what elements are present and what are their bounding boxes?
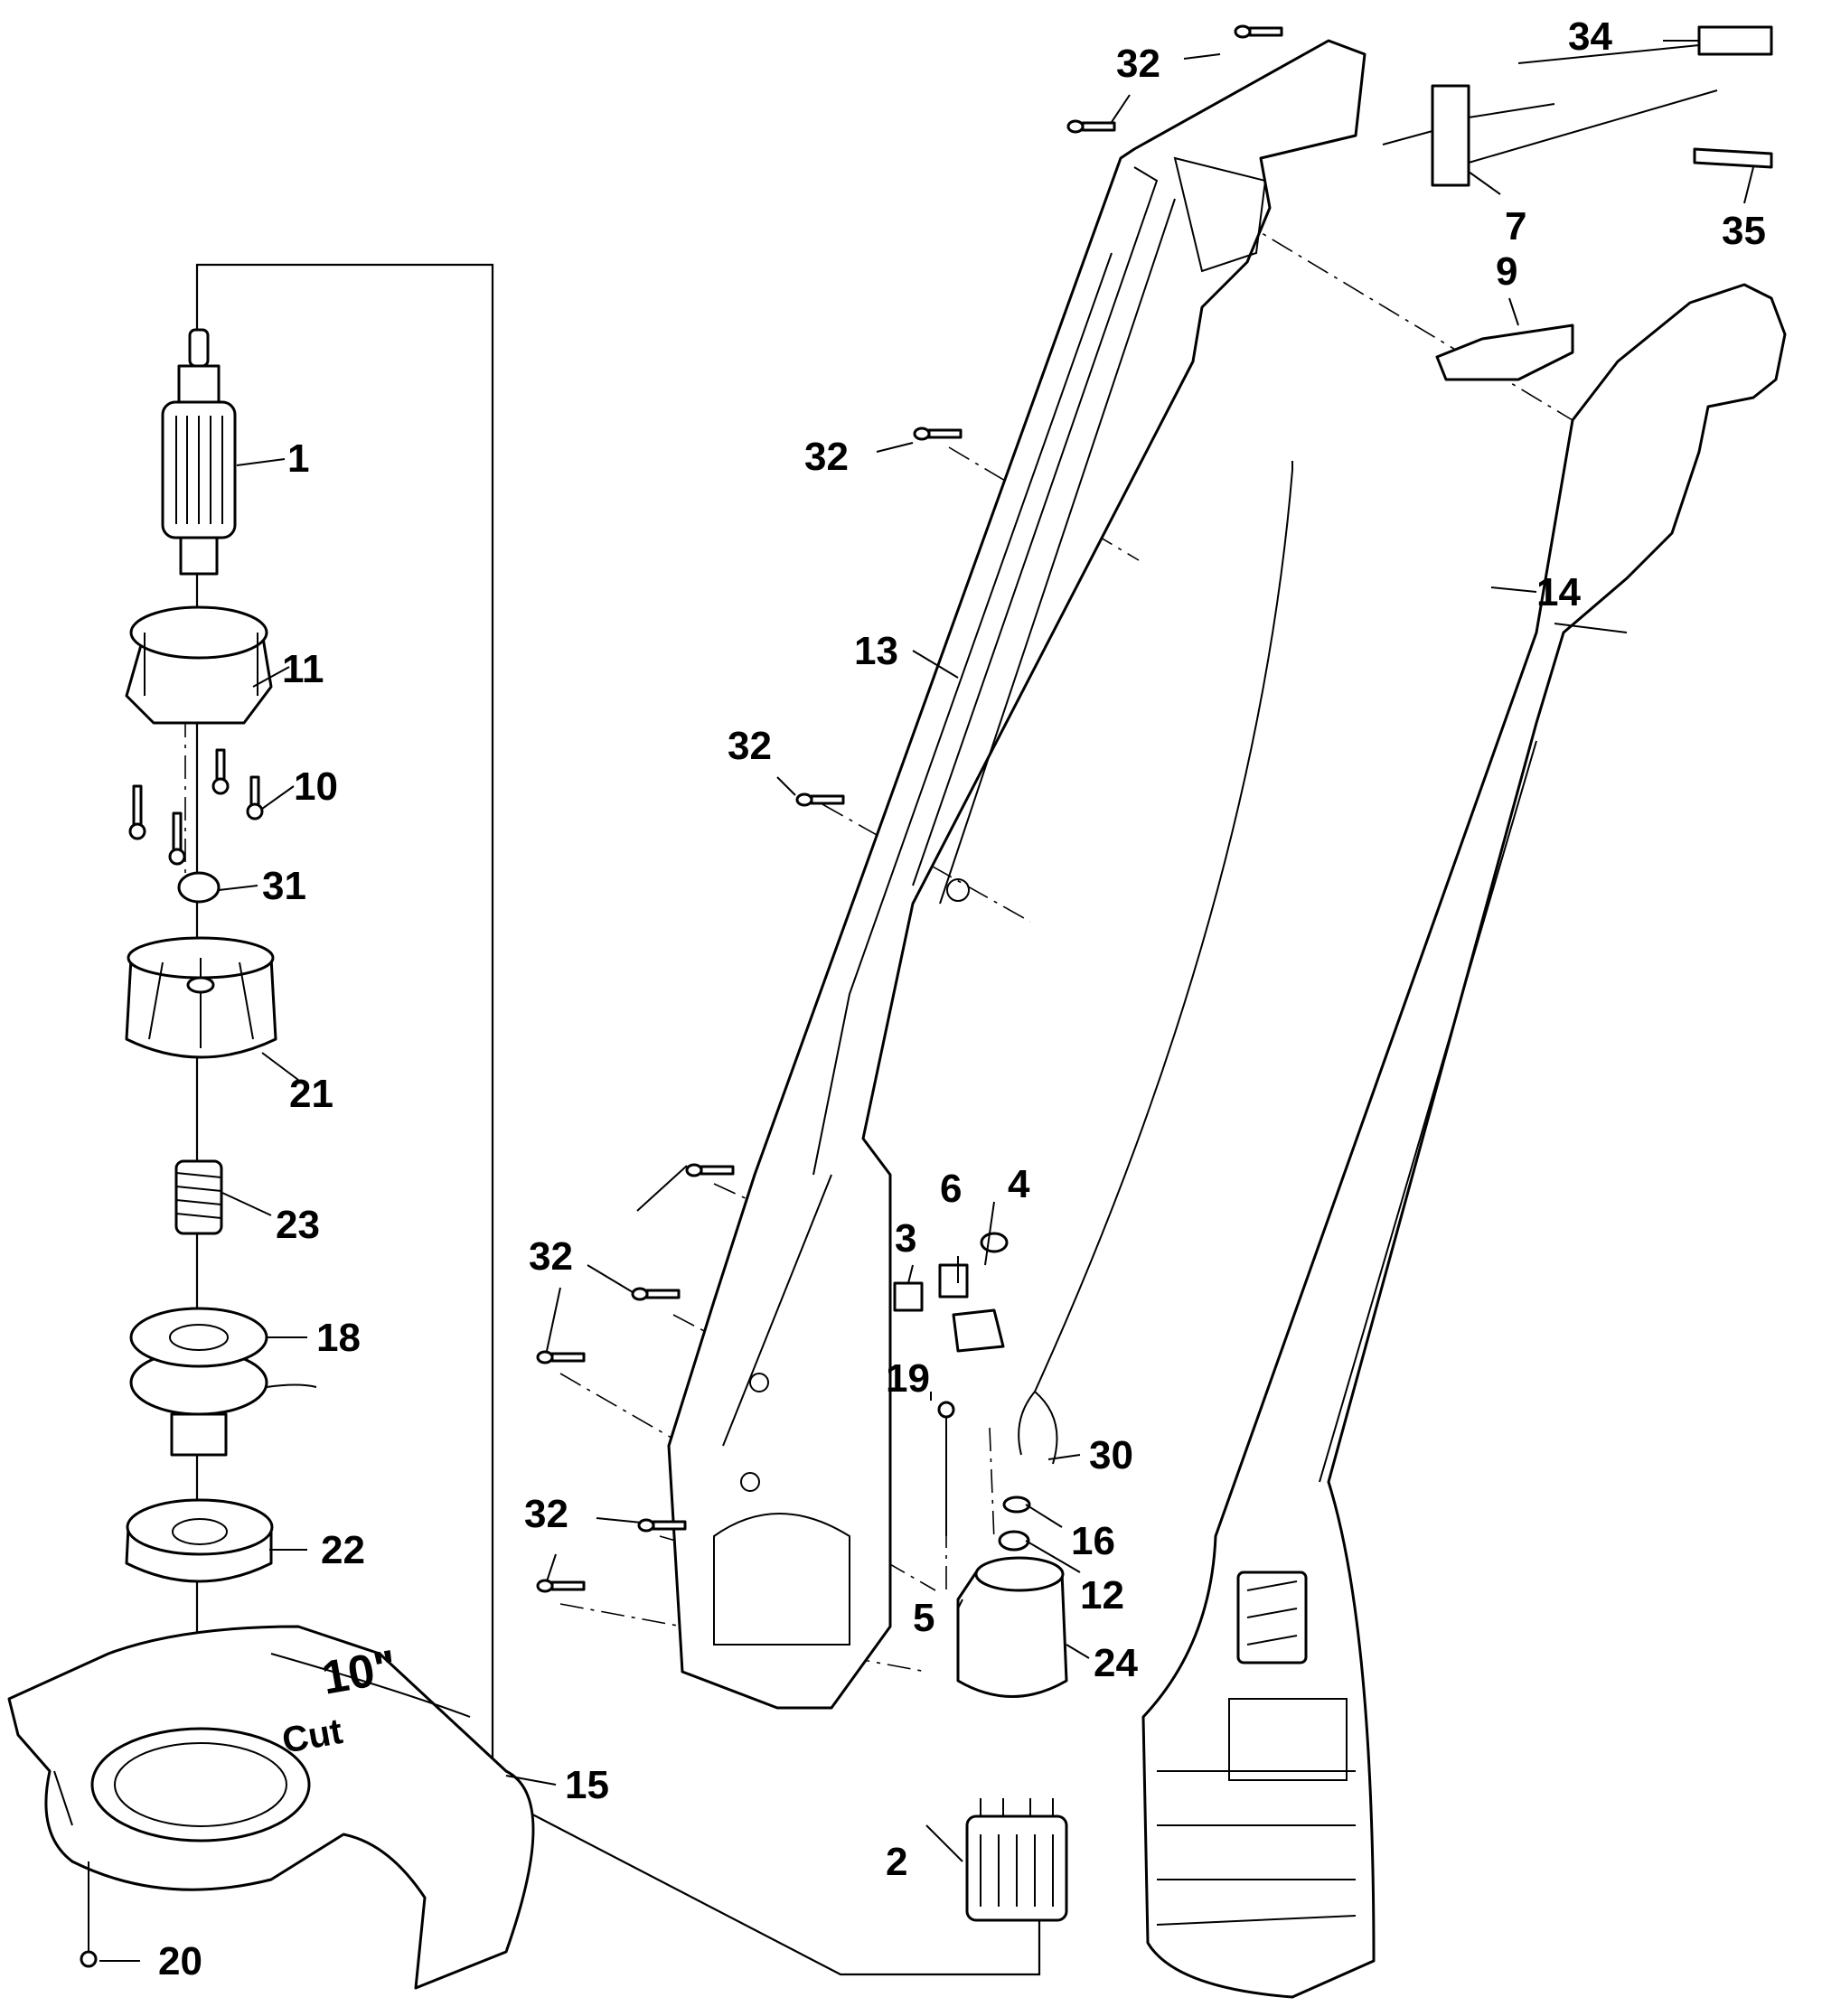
callout-30: 30: [1089, 1433, 1133, 1477]
callout-4: 4: [1008, 1162, 1030, 1206]
screw-19: [937, 1401, 955, 1536]
callout-10: 10: [294, 764, 338, 809]
spool: [129, 1307, 317, 1457]
callout-32-d: 32: [529, 1234, 573, 1279]
callout-1: 1: [287, 436, 309, 481]
wire-lead: [1018, 461, 1293, 1465]
callout-31: 31: [262, 864, 306, 908]
callout-6: 6: [940, 1167, 962, 1211]
callout-7: 7: [1505, 204, 1526, 248]
spool-cap: [125, 1498, 274, 1583]
screws: [128, 748, 264, 866]
callout-11: 11: [282, 647, 324, 691]
callout-32-e: 32: [524, 1492, 568, 1536]
callout-35: 35: [1722, 209, 1766, 253]
washers: [998, 1496, 1031, 1552]
spring: [174, 1159, 223, 1235]
callout-34: 34: [1568, 14, 1612, 59]
switch-trigger: [1435, 323, 1574, 381]
callout-32-b: 32: [804, 435, 849, 479]
guard: 10" Cut: [7, 1625, 535, 1990]
callout-14: 14: [1536, 570, 1581, 614]
callout-labels: 1 11 10 31 21 23 18 22 15 20 32 32 32 32…: [158, 14, 1766, 1983]
leader-lines: [99, 40, 1754, 1962]
callout-21: 21: [289, 1072, 333, 1116]
guard-screw: [80, 1861, 98, 1968]
housing-half-right: [1141, 283, 1787, 1999]
callout-24: 24: [1094, 1641, 1138, 1685]
brush-housing: [125, 605, 273, 725]
callout-3: 3: [895, 1216, 916, 1261]
callout-19: 19: [886, 1356, 930, 1401]
fan-housing: [125, 936, 277, 1059]
bearing-housing: [956, 1556, 1068, 1698]
callout-22: 22: [321, 1528, 365, 1572]
callout-9: 9: [1496, 249, 1517, 294]
callout-13: 13: [854, 629, 898, 673]
callout-15: 15: [565, 1763, 609, 1807]
callout-18: 18: [316, 1316, 361, 1360]
guard-emblem-size: 10": [318, 1640, 400, 1704]
armature: [161, 328, 237, 576]
callout-23: 23: [276, 1203, 320, 1247]
switch: [1382, 84, 1718, 187]
screws-32: [536, 24, 1283, 1593]
callout-16: 16: [1071, 1519, 1115, 1563]
callout-12: 12: [1080, 1573, 1124, 1617]
cord-clamp: [1517, 25, 1773, 64]
callout-20: 20: [158, 1939, 202, 1983]
bushing: [177, 871, 221, 904]
callout-32-a: 32: [1116, 42, 1160, 86]
callout-32-c: 32: [728, 724, 772, 768]
callout-2: 2: [886, 1840, 907, 1884]
terminal: [1693, 147, 1773, 169]
field-stator: [965, 1798, 1068, 1922]
callout-5: 5: [913, 1596, 934, 1640]
